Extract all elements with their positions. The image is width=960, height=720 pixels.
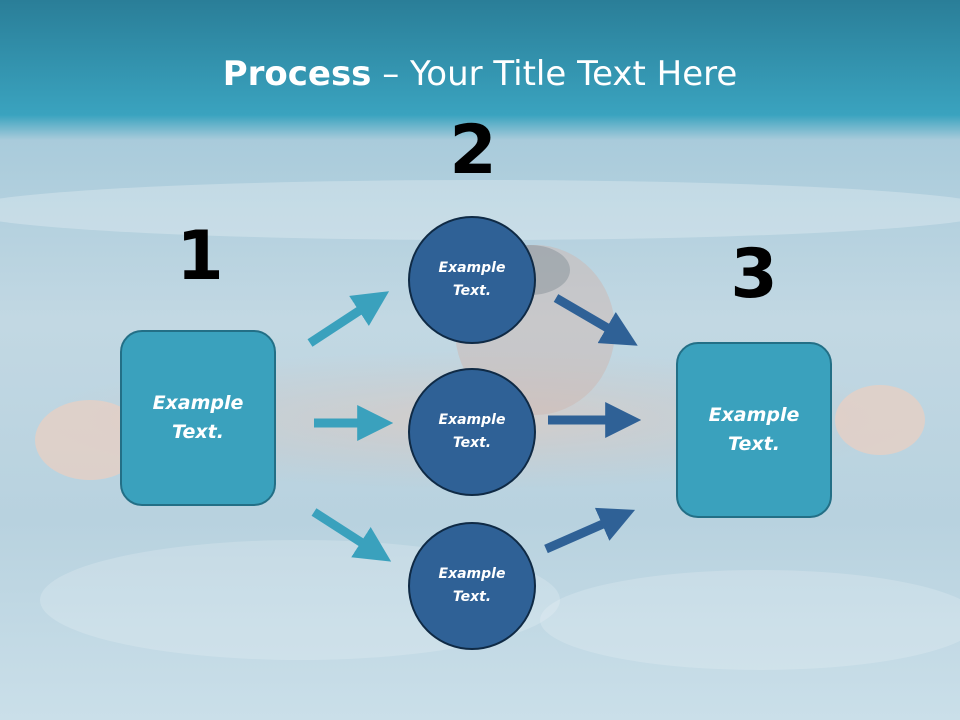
right-box[interactable]: Example Text.: [676, 342, 832, 518]
arrow-bottom-to-right: [544, 507, 636, 554]
arrow-top-to-right: [553, 294, 638, 346]
slide-title: Process – Your Title Text Here: [0, 52, 960, 96]
arrow-left-to-top: [307, 291, 390, 347]
title-rest: – Your Title Text Here: [371, 54, 738, 94]
title-bold: Process: [222, 54, 372, 94]
circle-bottom-label: Example Text.: [438, 566, 506, 605]
left-box-label: Example Text.: [152, 392, 244, 443]
circle-middle-label: Example Text.: [438, 412, 506, 451]
circle-middle[interactable]: Example Text.: [408, 368, 536, 496]
left-box[interactable]: Example Text.: [120, 330, 276, 506]
circle-top-label: Example Text.: [438, 260, 506, 299]
circle-bottom[interactable]: Example Text.: [408, 522, 536, 650]
right-box-label: Example Text.: [708, 404, 800, 455]
arrow-left-to-bottom: [311, 508, 392, 562]
step-number-1: 1: [176, 217, 224, 296]
step-number-3: 3: [730, 235, 778, 314]
circle-top[interactable]: Example Text.: [408, 216, 536, 344]
step-number-2: 2: [449, 111, 497, 190]
